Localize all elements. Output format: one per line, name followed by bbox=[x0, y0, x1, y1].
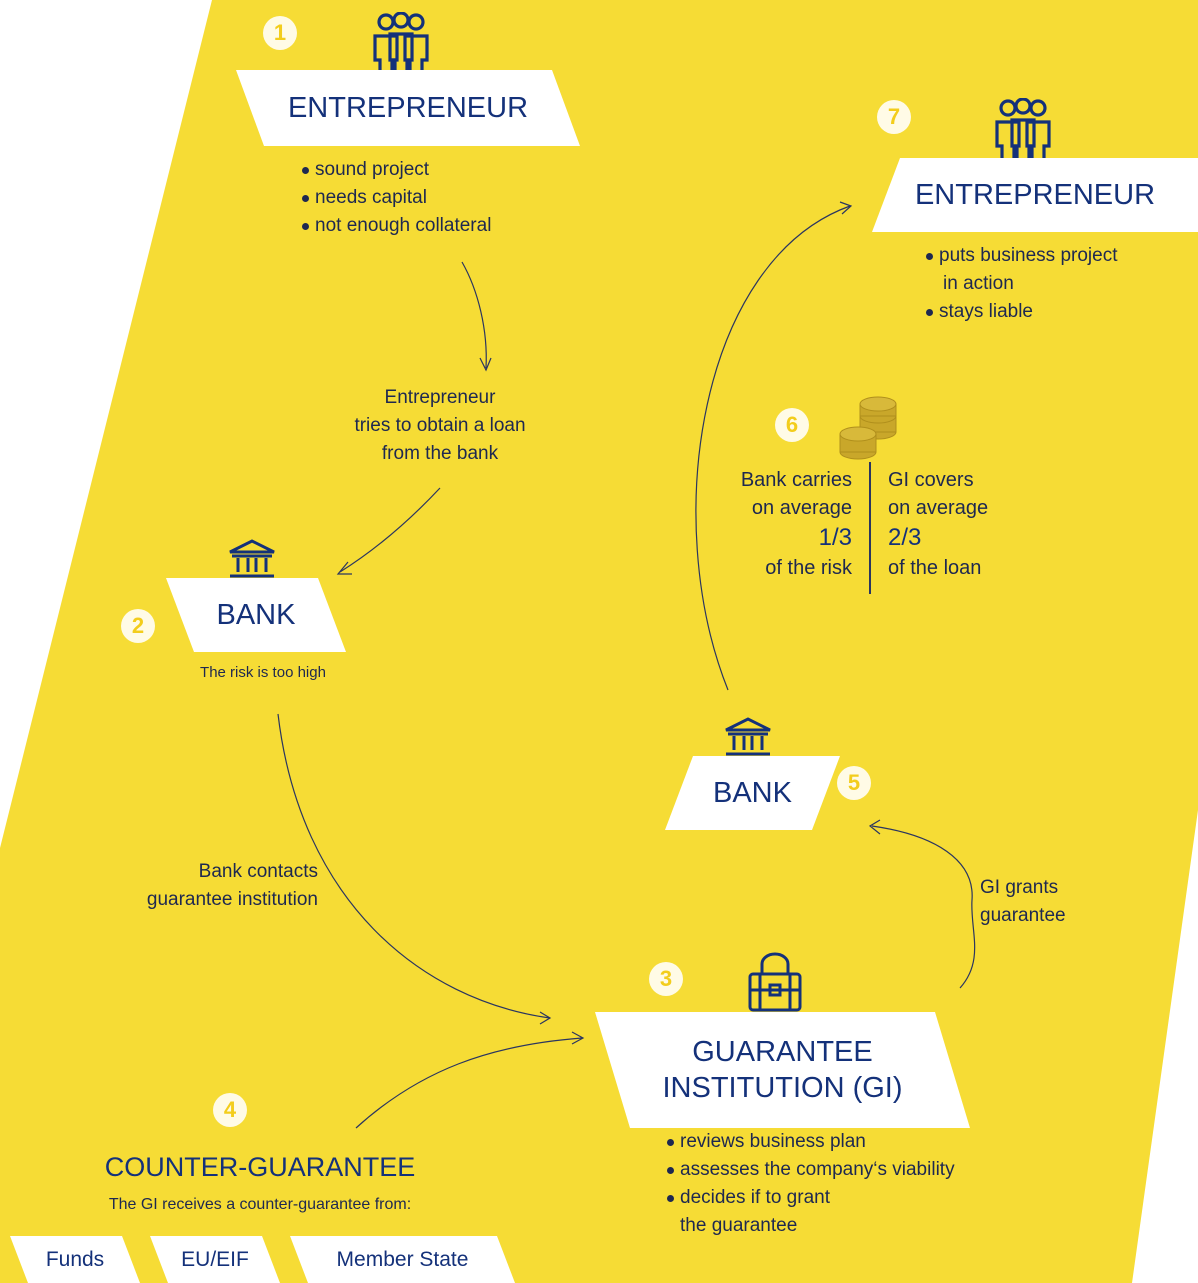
source-label: EU/EIF bbox=[181, 1247, 249, 1271]
arrow-counter-to-gi bbox=[355, 1037, 583, 1129]
arrow-gi-to-bank bbox=[871, 825, 976, 989]
label-background bbox=[150, 1236, 280, 1283]
bank-share-line-3: of the risk bbox=[765, 557, 852, 579]
entrepreneur-title-2: ENTREPRENEUR bbox=[914, 178, 1156, 211]
bullet-item: decides if to grant bbox=[665, 1184, 955, 1212]
gi-title-line-2: INSTITUTION (GI) bbox=[662, 1072, 903, 1104]
label-background bbox=[872, 158, 1198, 232]
counter-guarantee-subtitle: The GI receives a counter-guarantee from… bbox=[108, 1196, 412, 1213]
step-number-1: 1 bbox=[263, 16, 297, 50]
arrowhead bbox=[839, 201, 853, 215]
source-eu-eif: EU/EIF bbox=[150, 1236, 280, 1283]
arrow-bank-to-entrepreneur bbox=[695, 205, 851, 691]
bank-icon bbox=[229, 539, 275, 578]
bank-share-block: Bank carries on average 1/3 of the risk bbox=[690, 466, 852, 582]
arrow-text-to-bank bbox=[339, 487, 441, 573]
text-line: Entrepreneur bbox=[384, 387, 496, 408]
step-number-4: 4 bbox=[213, 1093, 247, 1127]
gi-share-block: GI covers on average 2/3 of the loan bbox=[888, 466, 1048, 582]
step-number-7: 7 bbox=[877, 100, 911, 134]
gi-title-line-1: GUARANTEE bbox=[692, 1036, 873, 1068]
bank-share-line-2: on average bbox=[751, 497, 852, 519]
bullet-item: puts business project bbox=[924, 242, 1118, 270]
label-background bbox=[236, 70, 580, 146]
bullet-item: stays liable bbox=[924, 298, 1118, 326]
text-line: GI grants bbox=[980, 877, 1059, 898]
arrowhead bbox=[868, 819, 881, 835]
gi-share-line-2: on average bbox=[888, 497, 989, 519]
source-label: Member State bbox=[336, 1247, 469, 1271]
arrowhead bbox=[336, 561, 352, 575]
bullet-item: not enough collateral bbox=[300, 212, 491, 240]
source-member-state: Member State bbox=[290, 1236, 515, 1283]
text-line: Bank contacts bbox=[198, 861, 318, 882]
source-funds: Funds bbox=[10, 1236, 140, 1283]
coins-icon bbox=[839, 396, 897, 460]
gi-tasks-list: reviews business plan assesses the compa… bbox=[665, 1128, 955, 1240]
bullet-continuation: the guarantee bbox=[680, 1215, 798, 1236]
bank-contacts-text: Bank contacts guarantee institution bbox=[60, 858, 318, 914]
arrowhead bbox=[571, 1031, 585, 1045]
arrow-bank-to-gi bbox=[277, 713, 551, 1019]
arrowhead bbox=[539, 1011, 552, 1025]
arrow-entrepreneur-to-text bbox=[461, 261, 487, 369]
text-line: guarantee institution bbox=[146, 889, 318, 910]
label-background bbox=[290, 1236, 515, 1283]
bank-share-line-1: Bank carries bbox=[740, 469, 852, 491]
gi-grants-text: GI grants guarantee bbox=[980, 874, 1066, 930]
gi-share-line-1: GI covers bbox=[888, 469, 974, 491]
bullet-item: assesses the company‘s viability bbox=[665, 1156, 955, 1184]
text-line: tries to obtain a loan bbox=[354, 415, 526, 436]
gi-title: GUARANTEE INSTITUTION (GI) bbox=[662, 1034, 902, 1106]
loan-attempt-text: Entrepreneur tries to obtain a loan from… bbox=[322, 384, 558, 468]
label-background bbox=[10, 1236, 140, 1283]
entrepreneur-title-1: ENTREPRENEUR bbox=[287, 91, 529, 124]
bullet-item: needs capital bbox=[300, 184, 491, 212]
entrepreneur-outcomes-list: puts business project in action stays li… bbox=[924, 242, 1118, 326]
people-icon bbox=[373, 12, 429, 78]
bullet-continuation: in action bbox=[943, 273, 1014, 294]
step-number-2: 2 bbox=[121, 609, 155, 643]
text-line: guarantee bbox=[980, 905, 1066, 926]
briefcase-icon bbox=[748, 952, 802, 1012]
bullet-item: reviews business plan bbox=[665, 1128, 955, 1156]
bank-label-2: BANK bbox=[665, 756, 840, 830]
bank-label-1: BANK bbox=[166, 578, 346, 652]
entrepreneur-needs-list: sound project needs capital not enough c… bbox=[300, 156, 491, 240]
step-number-5: 5 bbox=[837, 766, 871, 800]
gi-share-fraction: 2/3 bbox=[888, 524, 922, 551]
risk-note: The risk is too high bbox=[200, 664, 326, 681]
bank-share-fraction: 1/3 bbox=[818, 524, 852, 551]
label-background bbox=[595, 1012, 970, 1128]
label-background bbox=[166, 578, 346, 652]
bullet-item: sound project bbox=[300, 156, 491, 184]
people-icon bbox=[995, 98, 1051, 164]
entrepreneur-label-2: ENTREPRENEUR bbox=[872, 158, 1198, 232]
arrowhead bbox=[479, 357, 492, 372]
source-label: Funds bbox=[45, 1247, 105, 1271]
gi-share-line-3: of the loan bbox=[888, 557, 982, 579]
text-line: from the bank bbox=[381, 443, 499, 464]
step-number-3: 3 bbox=[649, 962, 683, 996]
bank-icon bbox=[725, 717, 771, 756]
entrepreneur-label-1: ENTREPRENEUR bbox=[236, 70, 580, 146]
gi-label: GUARANTEE INSTITUTION (GI) bbox=[595, 1012, 970, 1128]
step-number-6: 6 bbox=[775, 408, 809, 442]
bank-title-2: BANK bbox=[713, 776, 792, 809]
counter-guarantee-title: COUNTER-GUARANTEE bbox=[104, 1152, 416, 1182]
label-background bbox=[665, 756, 840, 830]
bank-title-1: BANK bbox=[216, 598, 296, 631]
